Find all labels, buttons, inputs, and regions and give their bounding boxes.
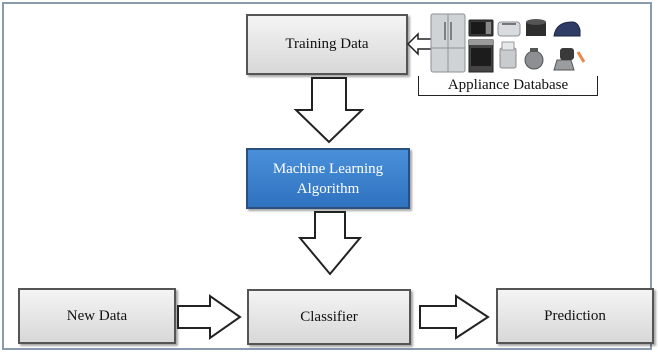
- arrow-ml-to-classifier: [297, 211, 363, 276]
- kettle-icon: [524, 48, 544, 70]
- microwave-icon: [468, 19, 494, 37]
- classifier-label: Classifier: [300, 308, 358, 325]
- training-data-label: Training Data: [285, 36, 369, 52]
- food-processor-icon: [499, 41, 517, 69]
- toaster-icon: [497, 21, 521, 37]
- diagram-frame: [2, 2, 652, 350]
- arrow-newdata-to-classifier: [177, 294, 242, 340]
- training-data-box: Training Data: [246, 14, 408, 75]
- arrow-database-to-training: [406, 32, 433, 56]
- arrow-classifier-to-prediction: [419, 294, 490, 340]
- ml-algorithm-label-line2: Algorithm: [296, 180, 360, 197]
- refrigerator-icon: [430, 13, 466, 73]
- new-data-label: New Data: [66, 307, 128, 324]
- oven-icon: [468, 39, 494, 73]
- arrow-training-to-ml: [293, 77, 365, 144]
- mixer-icon: [553, 48, 586, 71]
- appliance-database-label: Appliance Database: [418, 76, 598, 96]
- appliance-images: [430, 13, 586, 73]
- multicooker-icon: [526, 19, 546, 36]
- classifier-box: Classifier: [247, 289, 411, 345]
- prediction-box: Prediction: [496, 288, 654, 344]
- ml-algorithm-box: Machine Learning Algorithm: [246, 148, 410, 209]
- ml-algorithm-label-line1: Machine Learning: [272, 160, 384, 177]
- iron-icon: [553, 21, 581, 37]
- new-data-box: New Data: [18, 288, 176, 344]
- appliance-database-text: Appliance Database: [447, 77, 569, 93]
- prediction-label: Prediction: [544, 307, 606, 324]
